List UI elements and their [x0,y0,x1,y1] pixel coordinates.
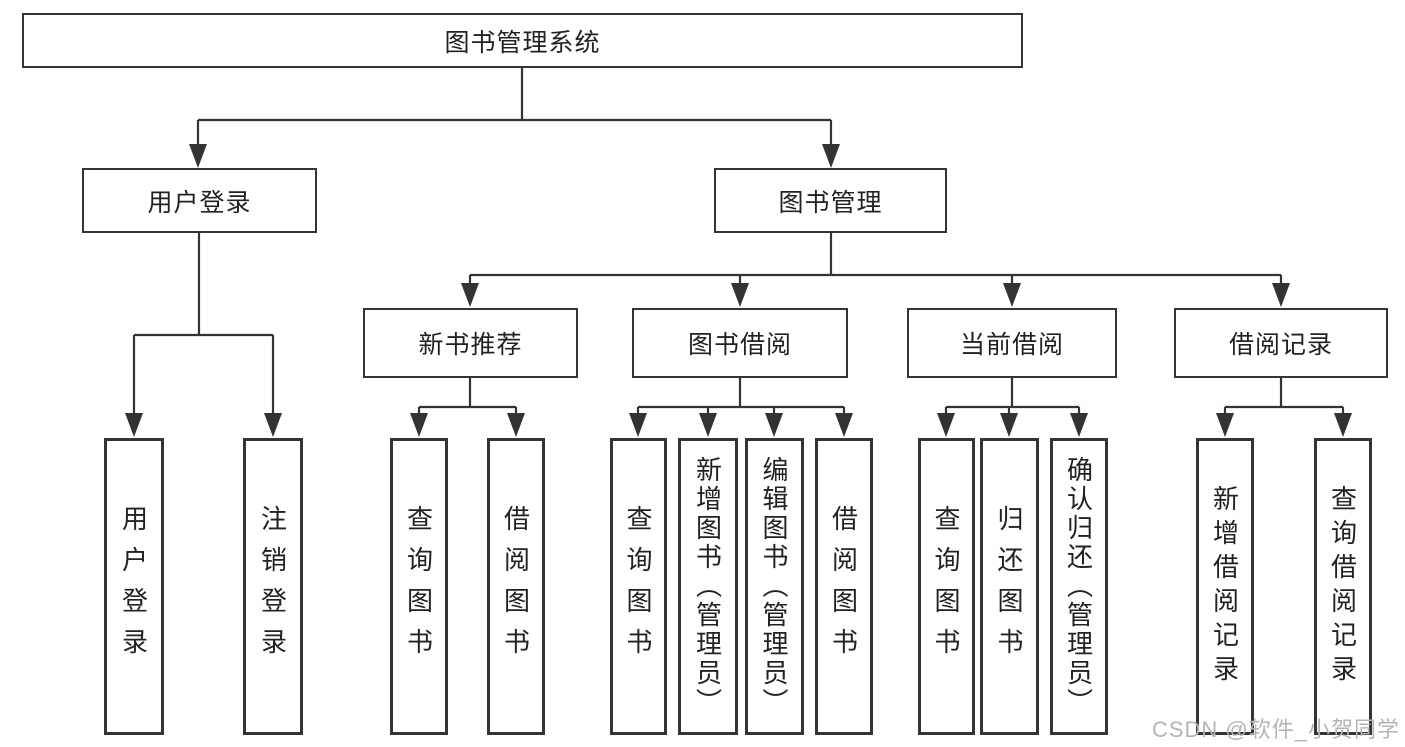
leaf-edit-books-admin: 编辑图书（管理员） [745,438,804,735]
leaf-user-login: 用户登录 [104,438,164,735]
watermark: CSDN @软件_小贺同学 [1151,717,1400,742]
node-book-borrow: 图书借阅 [632,308,848,378]
connector-login-to-leaves [132,232,275,416]
node-current-borrow: 当前借阅 [907,308,1117,378]
leaf-logout: 注销登录 [243,438,303,735]
leaf-query-books-current: 查询图书 [918,438,975,735]
leaf-query-books-borrow: 查询图书 [610,438,667,735]
leaf-query-borrow-record: 查询借阅记录 [1314,438,1372,735]
leaf-add-books-admin: 新增图书（管理员） [678,438,738,735]
leaf-add-borrow-record: 新增借阅记录 [1196,438,1254,735]
node-root: 图书管理系统 [22,13,1023,68]
leaf-borrow-books: 借阅图书 [815,438,873,735]
connector-borrow-to-leaves [636,378,846,416]
leaf-return-books: 归还图书 [980,438,1039,735]
connector-lines [132,68,1345,416]
node-book-management: 图书管理 [714,168,947,233]
node-user-login: 用户登录 [82,168,317,233]
connector-mgmt-to-level3 [468,232,1283,286]
arrowhead-icons [125,144,1352,437]
connector-records-to-leaves [1223,378,1345,416]
connector-recommend-to-leaves [417,378,518,416]
leaf-query-books-recommend: 查询图书 [390,438,448,735]
connector-current-to-leaves [944,378,1081,416]
leaf-confirm-return-admin: 确认归还（管理员） [1050,438,1108,735]
node-new-book-recommend: 新书推荐 [363,308,578,378]
node-borrow-records: 借阅记录 [1174,308,1388,378]
connector-root-to-level2 [196,68,833,146]
leaf-borrow-books-recommend: 借阅图书 [487,438,545,735]
